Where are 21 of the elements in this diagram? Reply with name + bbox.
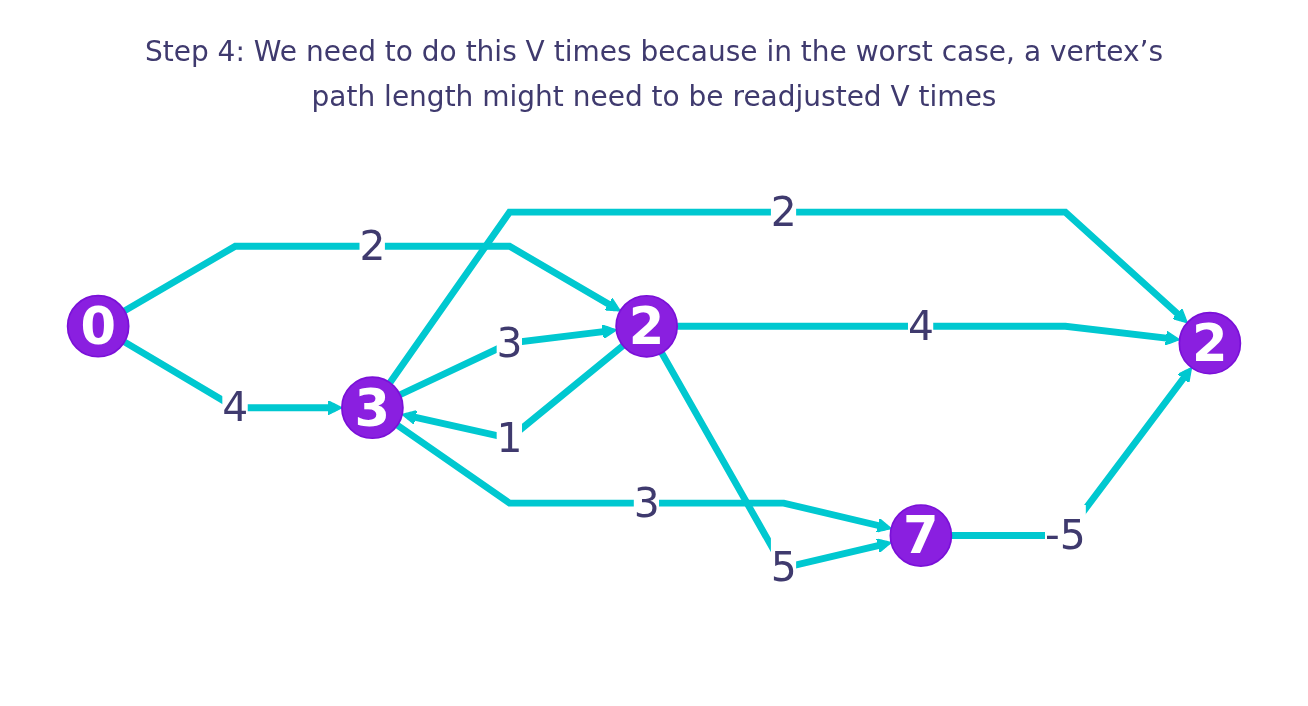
arrow (387, 208, 1188, 385)
edge-label: 4 (907, 302, 934, 350)
edge-label: 2 (359, 222, 386, 270)
edge-label: 3 (496, 318, 523, 367)
edge-label: 2 (770, 187, 797, 236)
node-circle: 0 (66, 294, 130, 358)
arrow (122, 338, 343, 415)
edge-label: 1 (496, 414, 523, 462)
arrow (401, 342, 626, 442)
arrow (122, 242, 621, 314)
edge-label: -5 (1045, 511, 1086, 559)
edge-label: 3 (633, 478, 660, 527)
node-circle: 7 (889, 503, 953, 567)
node-circle: 3 (341, 375, 404, 439)
edge-label: 5 (770, 543, 797, 592)
arrow (398, 323, 617, 398)
node-circle: 2 (615, 294, 678, 358)
title: Step 4: We need to do this V times because in the worst case, a vertex’s path length might need to be readjusted V times (143, 34, 1165, 115)
node-circle: 2 (1178, 311, 1242, 375)
arrow (395, 421, 892, 533)
edge-label: 4 (222, 383, 249, 432)
